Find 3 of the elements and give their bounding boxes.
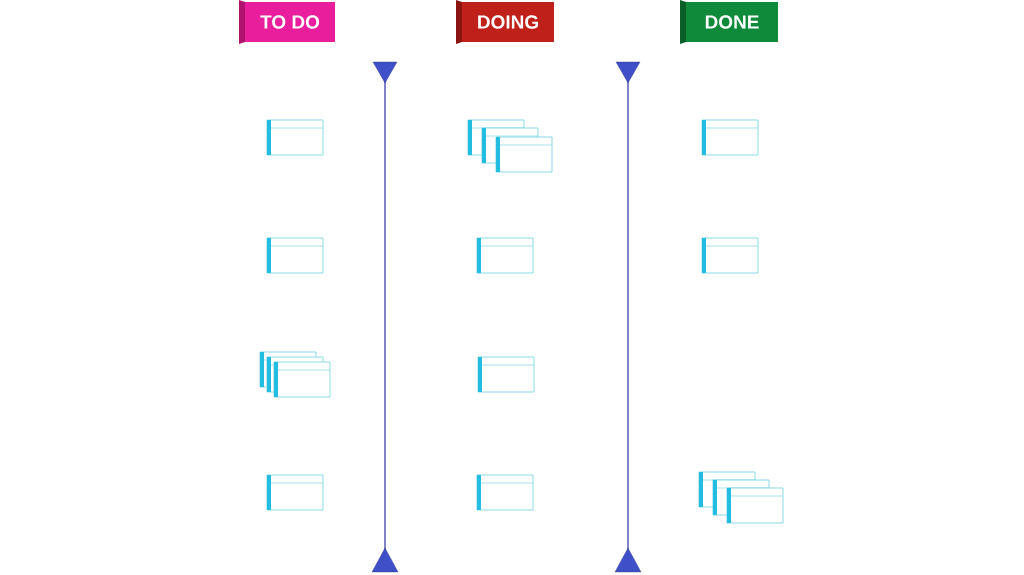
- column-header: DOING: [456, 0, 554, 44]
- column-header: DONE: [680, 0, 778, 44]
- column-header: TO DO: [239, 0, 335, 44]
